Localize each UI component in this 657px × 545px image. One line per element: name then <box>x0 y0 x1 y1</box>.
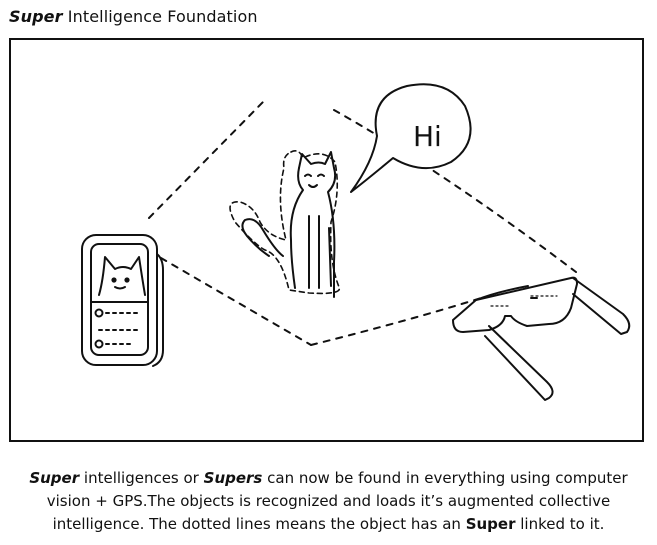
caption-text-c: intelligence. The dotted lines means the… <box>52 515 461 533</box>
caption-text-b: can now be found in everything using com… <box>267 469 628 487</box>
smartphone-icon <box>81 234 164 367</box>
dotted-line-top-to-glasses <box>333 109 577 273</box>
caption-brand: Super <box>29 469 80 487</box>
header-title: Intelligence Foundation <box>67 7 258 26</box>
caption-line-2: vision + GPS.The objects is recognized a… <box>46 492 611 510</box>
illustration-canvas: Hi <box>81 83 631 401</box>
speech-bubble <box>350 83 472 193</box>
smart-glasses-icon <box>452 276 631 401</box>
speech-bubble-text: Hi <box>413 120 442 153</box>
caption-line-1: Super intelligences or Supers can now be… <box>0 467 657 490</box>
cat-dotted-outline <box>229 150 341 295</box>
dotted-line-phone-to-bottom <box>160 257 312 346</box>
dotted-line-bottom-to-glasses <box>310 297 482 346</box>
caption-text: Super intelligences or Supers can now be… <box>0 467 657 536</box>
illustration-frame: Hi <box>9 38 644 442</box>
caption-brand-plural: Supers <box>203 469 263 487</box>
cat-figure <box>229 150 341 298</box>
caption-line-3: intelligence. The dotted lines means the… <box>0 513 657 536</box>
connection-lines <box>148 101 577 346</box>
caption-text-d: linked to it. <box>520 515 605 533</box>
caption-brand-inline: Super <box>465 515 516 533</box>
header-brand: Super <box>9 7 63 26</box>
caption-text-a: intelligences or <box>83 469 199 487</box>
dotted-line-phone-to-top <box>148 101 264 219</box>
page-header: Super Intelligence Foundation <box>9 7 258 26</box>
